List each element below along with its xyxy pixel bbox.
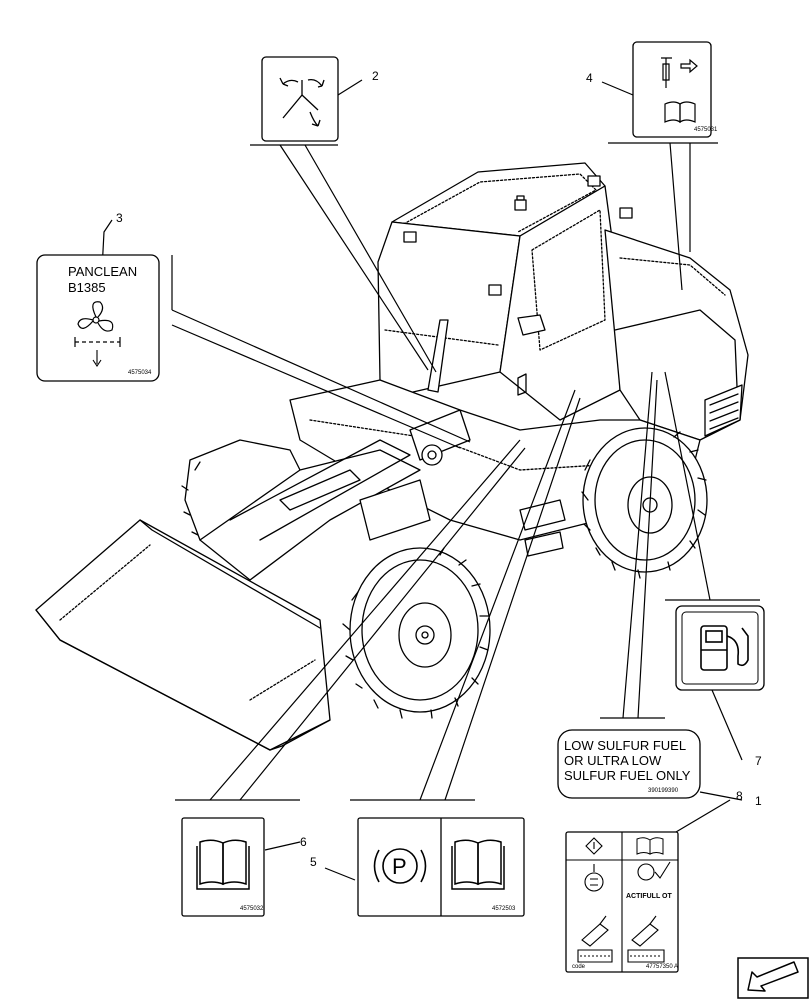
fuel-warning-line1: LOW SULFUR FUEL [564, 738, 686, 753]
fuel-pump-icon [700, 625, 749, 671]
callout-3: 3 [116, 211, 123, 225]
hydraulic-joystick-icon [279, 77, 325, 127]
navigation-arrow-icon [747, 961, 799, 992]
hydraulic-code: 4575031 [694, 127, 718, 133]
book-icon [664, 101, 696, 124]
book-icon [451, 839, 505, 890]
manual-code: 4575032 [240, 906, 264, 912]
callout-6: 6 [300, 835, 307, 849]
callout-numbers: 2 3 4 6 5 7 1 8 [116, 69, 762, 869]
callout-5: 5 [310, 855, 317, 869]
fuel-warning-line2: OR ULTRA LOW [564, 753, 662, 768]
fuel-warning-code: 390199390 [648, 788, 679, 794]
callout-7: 7 [755, 754, 762, 768]
callout-4: 4 [586, 71, 593, 85]
parking-symbol: P [392, 854, 407, 879]
panclean-line2: B1385 [68, 280, 106, 295]
maintenance-code-right: 47757350 A [646, 964, 678, 970]
oil-label: ACTIFULL OT [626, 893, 672, 900]
callout-2: 2 [372, 69, 379, 83]
spark-plug-arrow-icon [661, 57, 698, 88]
panclean-code: 4575034 [128, 370, 152, 376]
navigation-arrow-button[interactable] [737, 957, 809, 999]
panclean-line1: PANCLEAN [68, 264, 137, 279]
wheel-loader-illustration [35, 162, 749, 751]
callout-8: 8 [736, 789, 743, 803]
decal-3-panclean: PANCLEAN B1385 4575034 [36, 254, 160, 382]
decal-1-low-sulfur-fuel: LOW SULFUR FUEL OR ULTRA LOW SULFUR FUEL… [557, 729, 701, 799]
fuel-warning-line3: SULFUR FUEL ONLY [564, 768, 691, 783]
decal-6-operator-manual: 4575032 [181, 817, 265, 917]
fan-icon [77, 301, 114, 332]
maintenance-code-left: code [572, 964, 586, 970]
decal-4-maintenance-reference: 4575031 [632, 41, 718, 138]
leader-lines [101, 79, 760, 881]
book-icon [196, 839, 250, 890]
decal-7-fuel-pump [675, 605, 765, 691]
decal-2-joystick-pattern [261, 56, 339, 142]
decal-5-parking-brake: P 4572503 [357, 817, 525, 917]
parking-code: 4572503 [492, 906, 516, 912]
callout-1: 1 [755, 794, 762, 808]
parking-brake-icon [373, 848, 427, 884]
decal-8-maintenance: ACTIFULL OT code 47757350 A [565, 831, 679, 973]
